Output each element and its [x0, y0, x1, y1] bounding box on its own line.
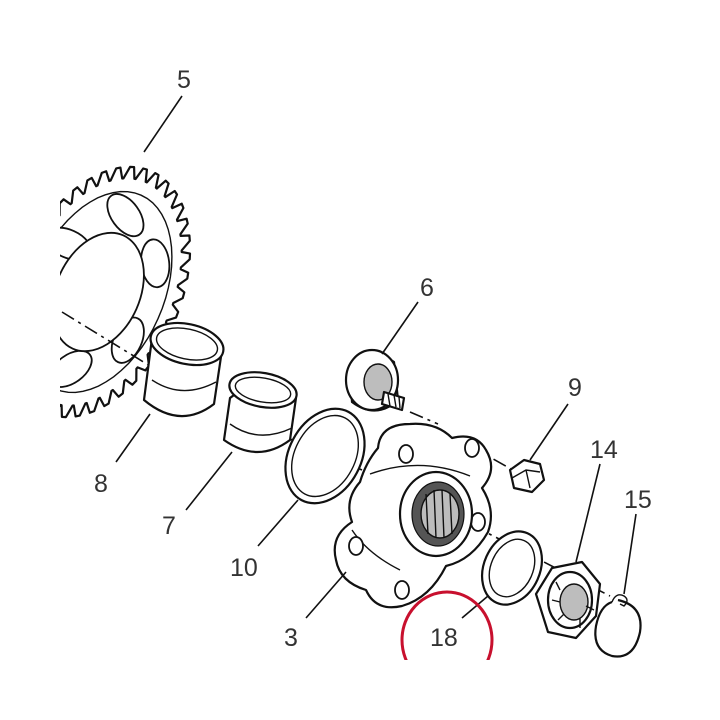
sprocket-window: [60, 349, 93, 388]
callout-9: 9: [568, 374, 582, 402]
callout-labels: 5 6 9 14 15 8 7 10 3 18: [94, 66, 652, 652]
leader-15: [623, 513, 637, 595]
flange-part: [333, 422, 493, 609]
sprocket-window: [106, 193, 145, 238]
nut-part: [508, 458, 546, 494]
sprocket-window: [60, 305, 66, 336]
leader-7: [185, 451, 233, 511]
inner-spacer-part: [222, 371, 298, 453]
washer-part: [481, 530, 543, 606]
circlip-part: [594, 594, 642, 658]
callout-6: 6: [420, 274, 434, 302]
callout-14: 14: [590, 436, 618, 464]
callout-3: 3: [284, 624, 298, 652]
callout-7: 7: [162, 512, 176, 540]
callout-highlight-ring: [400, 590, 494, 660]
callout-15: 15: [624, 486, 652, 514]
leader-3: [305, 571, 347, 619]
leader-9: [529, 403, 569, 461]
lock-nut-part: [534, 560, 602, 640]
sprocket-part: [60, 165, 192, 419]
o-ring-part: [284, 407, 366, 505]
leader-18: [461, 595, 489, 619]
leader-8: [115, 413, 151, 463]
bearing-part: [344, 348, 406, 412]
callout-5: 5: [177, 66, 191, 94]
leader-5: [143, 95, 183, 153]
leader-14: [575, 463, 601, 563]
outer-spacer-part: [142, 321, 225, 418]
leader-10: [257, 499, 299, 547]
leader-6: [381, 301, 419, 355]
callout-10: 10: [230, 554, 258, 582]
callout-8: 8: [94, 470, 108, 498]
callout-18: 18: [430, 624, 458, 652]
